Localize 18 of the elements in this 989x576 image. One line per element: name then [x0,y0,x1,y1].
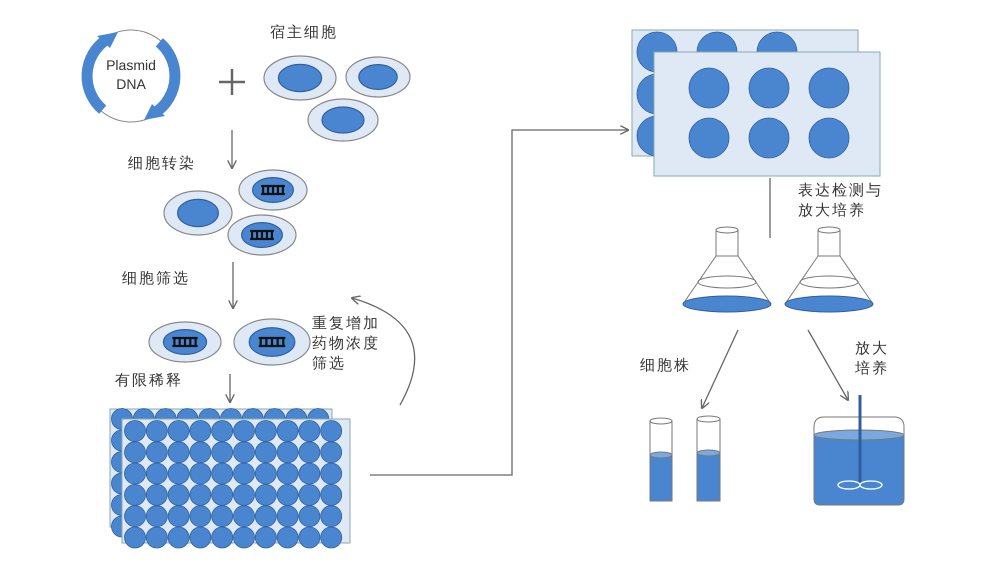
edge-label: 细胞转染 [128,153,197,173]
heading: 宿主细胞 [270,22,338,42]
edge-label: 放大培养 [855,338,890,378]
arrow [370,124,630,476]
arrow [807,330,850,402]
well-plate-drawing [108,405,352,547]
edge-label: 细胞筛选 [122,268,191,288]
edge-label: 细胞株 [640,355,692,375]
connector-line [769,178,771,238]
arrow [700,330,739,410]
plasmid-label: Plasmid DNA [105,56,157,94]
arrow [224,374,236,404]
arrow [228,262,238,310]
arrow [350,296,416,406]
edge-label: 重复增加药物浓度筛选 [312,313,381,373]
edge-label: 有限稀释 [115,370,184,390]
arrow [226,130,238,170]
edge-label: 表达检测与放大培养 [798,180,884,220]
